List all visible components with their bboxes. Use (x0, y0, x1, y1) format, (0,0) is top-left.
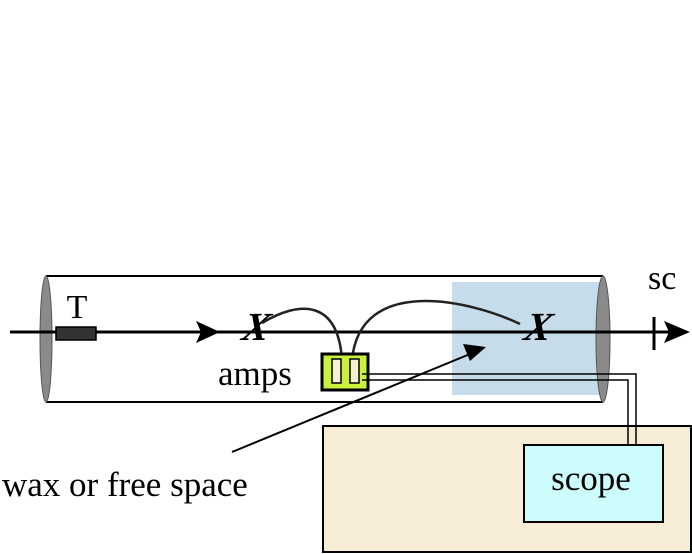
wire-right (350, 299, 521, 361)
amp-right (349, 358, 360, 384)
signal-cable-outer (362, 373, 637, 446)
wax-pointer-line (231, 353, 471, 453)
signal-cable-inner (362, 379, 629, 446)
target-block (55, 326, 97, 341)
amp-box (320, 352, 370, 392)
left-endcap (39, 275, 53, 403)
beam-arrow-end (664, 321, 690, 343)
right-endcap (595, 275, 611, 403)
target-label: T (67, 289, 88, 326)
x-marker-left: X (237, 304, 276, 349)
wax-label: wax or free space (2, 465, 248, 504)
scope-box (523, 444, 664, 523)
shaded-region (452, 282, 600, 395)
scope-label: scope (551, 459, 631, 498)
amp-left (331, 358, 342, 384)
wax-pointer-head (463, 344, 486, 361)
sc-label: sc (648, 260, 676, 297)
amps-label: amps (218, 354, 292, 393)
beam-arrow-mid (196, 321, 220, 343)
wire-left (261, 307, 344, 361)
